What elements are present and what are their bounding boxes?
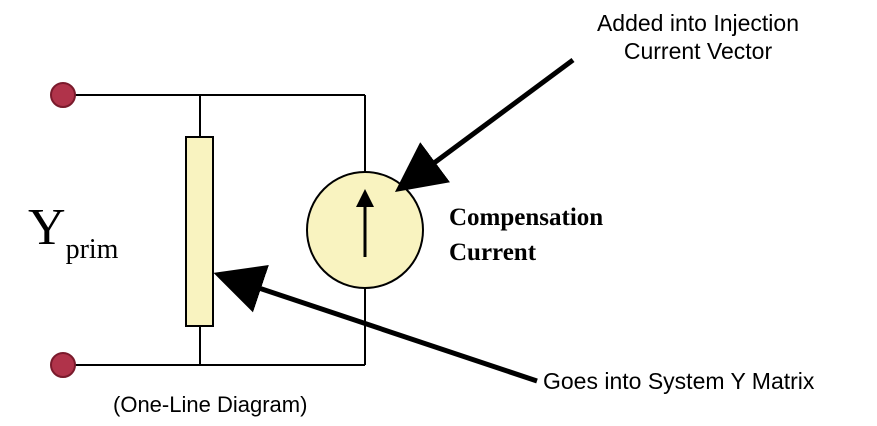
injection-current-label: Added into Injection Current Vector xyxy=(575,10,821,65)
diagram-caption: (One-Line Diagram) xyxy=(113,392,308,417)
injection-arrow xyxy=(394,57,575,192)
compensation-line-2: Current xyxy=(449,239,537,266)
system-y-arrow xyxy=(213,264,538,384)
terminal-bottom xyxy=(50,352,76,378)
yprim-subscript: prim xyxy=(65,234,119,265)
admittance-element xyxy=(185,136,214,327)
terminal-top xyxy=(50,82,76,108)
yprim-label: Yprim xyxy=(28,199,118,264)
compensation-current-label: Compensation Current xyxy=(449,200,603,270)
system-y-matrix-label: Goes into System Y Matrix xyxy=(543,368,815,394)
compensation-line-1: Compensation xyxy=(449,204,604,231)
injection-line-1: Added into Injection xyxy=(596,10,800,36)
injection-line-2: Current Vector xyxy=(623,37,773,64)
yprim-main: Y xyxy=(28,199,66,256)
